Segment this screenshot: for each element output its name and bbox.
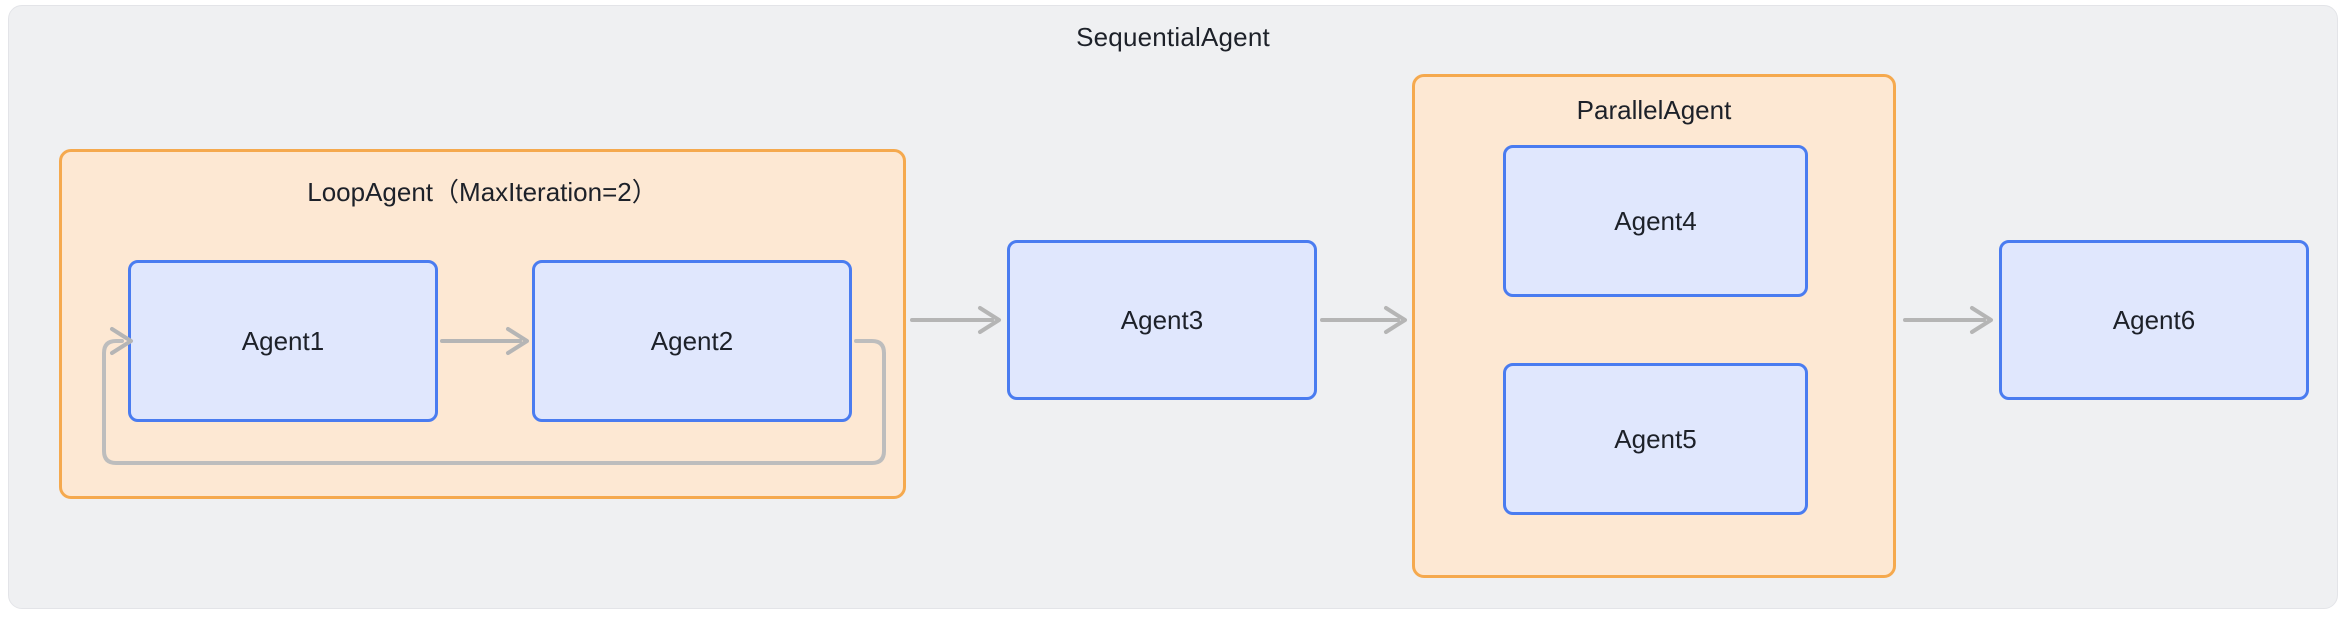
node-agent2-label: Agent2	[650, 326, 734, 356]
loop-agent-label: LoopAgent（MaxIteration=2）	[307, 177, 658, 207]
node-agent5-label: Agent5	[1614, 424, 1697, 454]
sequential-agent-title: SequentialAgent	[1076, 22, 1270, 52]
node-agent5[interactable]: Agent5	[1503, 363, 1808, 515]
parallel-agent-label: ParallelAgent	[1576, 95, 1732, 125]
node-agent6-label: Agent6	[2112, 305, 2196, 335]
node-agent1[interactable]: Agent1	[128, 260, 438, 422]
node-agent3[interactable]: Agent3	[1007, 240, 1317, 400]
node-agent2[interactable]: Agent2	[532, 260, 852, 422]
node-agent1-label: Agent1	[241, 326, 325, 356]
node-agent6[interactable]: Agent6	[1999, 240, 2309, 400]
node-agent3-label: Agent3	[1120, 305, 1204, 335]
node-agent4-label: Agent4	[1614, 206, 1697, 236]
node-agent4[interactable]: Agent4	[1503, 145, 1808, 297]
